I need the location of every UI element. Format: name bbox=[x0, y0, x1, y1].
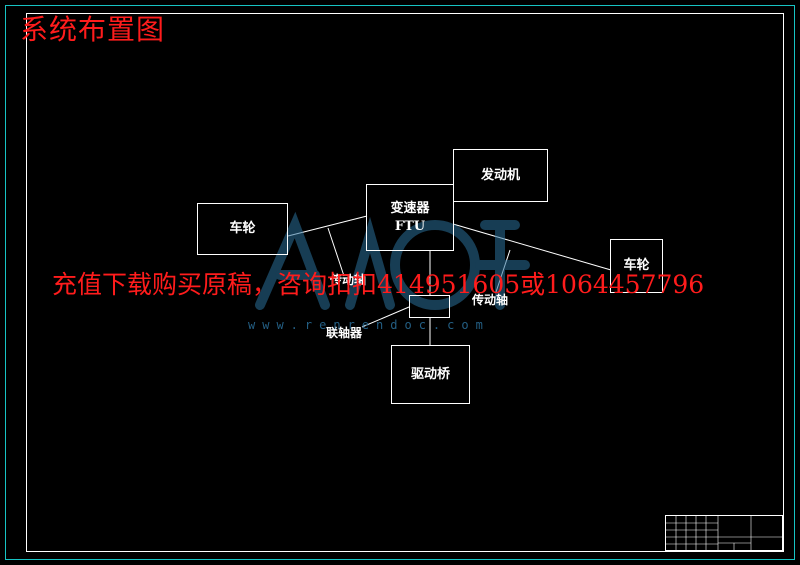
line-shaft-left-leader bbox=[327, 227, 345, 277]
title-block-grid bbox=[666, 516, 782, 550]
transmission-label: 变速器 bbox=[390, 200, 430, 216]
promo-banner: 充值下载购买原稿，咨询扣扣414951605或1064457796 bbox=[52, 270, 705, 299]
line-coupling-leader bbox=[361, 306, 410, 328]
line-transmission-to-wheel-right bbox=[452, 223, 612, 271]
drive-axle-label: 驱动桥 bbox=[410, 366, 450, 382]
watermark-url: www.renrendoc.com bbox=[248, 318, 490, 332]
title-block bbox=[665, 515, 783, 551]
page-title: 系统布置图 bbox=[20, 13, 166, 46]
drive-axle-box: 驱动桥 bbox=[391, 345, 470, 404]
transmission-box: 变速器 FTU bbox=[366, 184, 454, 251]
wheel-left-label: 车轮 bbox=[229, 221, 256, 236]
drawing-border-outer bbox=[5, 5, 795, 560]
engine-box: 发动机 bbox=[453, 149, 548, 202]
coupling-label: 联轴器 bbox=[326, 326, 363, 340]
shaft-left-label: 传动轴 bbox=[330, 273, 367, 287]
shaft-right-label: 传动轴 bbox=[472, 293, 509, 307]
wheel-right-box: 车轮 bbox=[610, 239, 663, 293]
transmission-sub-label: FTU bbox=[394, 218, 426, 234]
engine-label: 发动机 bbox=[480, 167, 520, 183]
wheel-left-box: 车轮 bbox=[197, 203, 288, 255]
wheel-right-label: 车轮 bbox=[623, 258, 650, 273]
drawing-border-inner bbox=[26, 13, 784, 552]
watermark-logo bbox=[255, 211, 530, 310]
coupling-box bbox=[409, 295, 450, 318]
